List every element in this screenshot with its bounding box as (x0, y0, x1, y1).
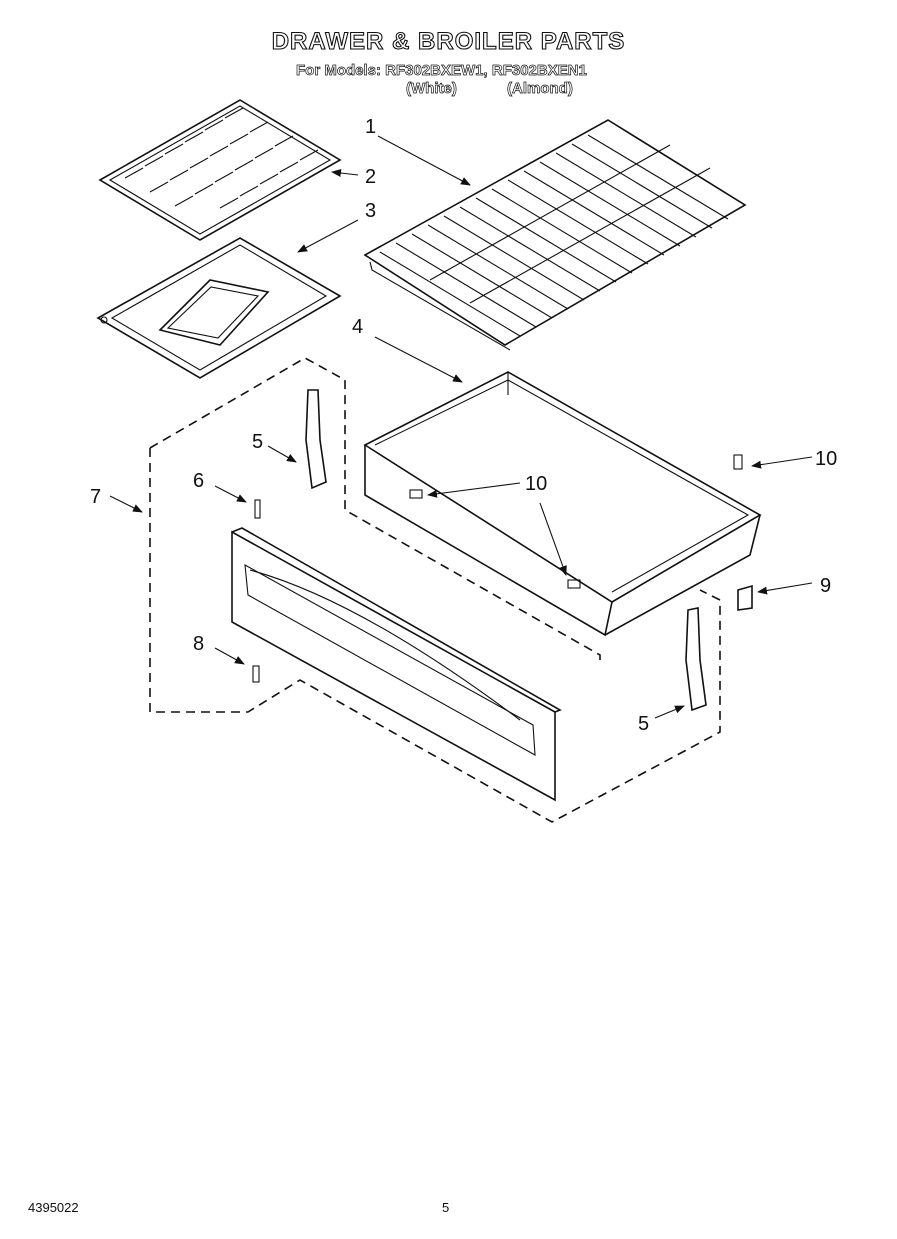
callout-1: 1 (365, 116, 376, 138)
page-number: 5 (442, 1200, 450, 1215)
drawer-body-part (363, 371, 762, 637)
drawer-assembly-outline (149, 357, 721, 823)
screw-part-8 (252, 665, 260, 683)
callout-3: 3 (365, 200, 376, 222)
callout-5-left: 5 (252, 431, 263, 453)
callout-10-center: 10 (525, 473, 547, 495)
finish-almond-label: (Almond) (507, 80, 574, 98)
oven-rack-part (363, 119, 747, 351)
drawer-front-part (231, 527, 562, 802)
callout-7: 7 (90, 486, 101, 508)
page-title: DRAWER & BROILER PARTS (271, 27, 626, 55)
callout-10-right: 10 (815, 448, 837, 470)
bracket-part-9 (737, 584, 753, 611)
broiler-grid-part (98, 99, 342, 241)
screw-part-10c (733, 454, 743, 470)
finish-white-label: (White) (406, 80, 458, 98)
callout-9: 9 (820, 575, 831, 597)
drawer-glide-right (685, 607, 707, 712)
broiler-pan-part (96, 237, 342, 379)
callout-6: 6 (193, 470, 204, 492)
document-number: 4395022 (28, 1200, 79, 1215)
model-list: For Models: RF302BXEW1, RF302BXEN1 (296, 62, 588, 80)
screw-part-6 (254, 499, 261, 519)
leader-lines (109, 135, 813, 719)
callout-8: 8 (193, 633, 204, 655)
drawer-glide-left (305, 389, 327, 490)
callout-2: 2 (365, 166, 376, 188)
callout-5-right: 5 (638, 713, 649, 735)
screw-part-10a (409, 489, 423, 499)
screw-part-10b (567, 579, 581, 589)
callout-4: 4 (352, 316, 363, 338)
